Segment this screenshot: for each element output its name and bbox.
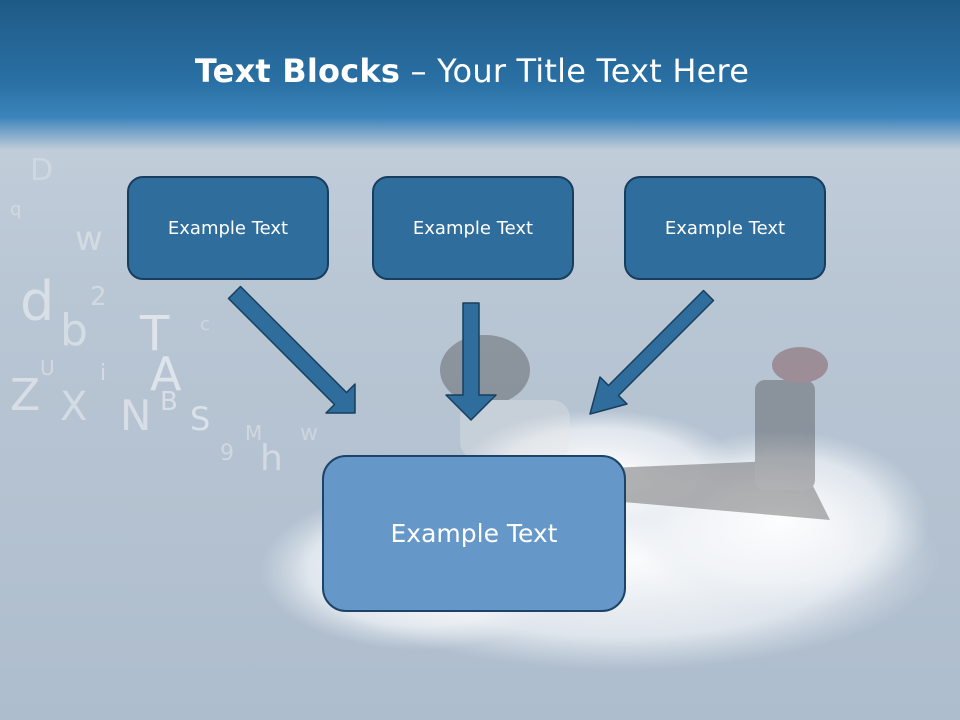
svg-text:h: h [260,438,283,479]
svg-text:B: B [160,387,178,417]
svg-text:2: 2 [90,282,107,312]
connector-arrows [227,285,715,421]
target-text-block[interactable]: Example Text [322,455,626,612]
svg-text:X: X [60,384,87,430]
text-block-1[interactable]: Example Text [127,176,329,280]
header-band [0,0,960,150]
text-block-2[interactable]: Example Text [372,176,574,280]
target-text-block-label: Example Text [390,519,558,548]
svg-text:w: w [75,219,103,259]
svg-text:M: M [245,421,262,445]
text-block-3[interactable]: Example Text [624,176,826,280]
arrow-left-to-target [227,285,356,414]
svg-text:N: N [120,391,151,440]
slide-title: Text Blocks – Your Title Text Here [0,52,944,90]
floating-letters: d b T A Z X N S B w 2 D 9 h M i U q c w [10,153,318,479]
svg-text:T: T [139,306,170,362]
svg-text:U: U [40,356,55,380]
arrow-center-to-target [445,302,497,421]
title-bold-part: Text Blocks [194,52,401,90]
svg-text:9: 9 [220,441,234,466]
svg-text:S: S [190,400,210,438]
text-block-2-label: Example Text [412,217,534,239]
svg-text:i: i [100,361,106,386]
title-dash: – [400,52,438,90]
arrow-right-to-target [589,289,715,415]
title-regular-part: Your Title Text Here [437,52,750,90]
svg-text:w: w [300,421,318,446]
svg-text:D: D [30,153,53,188]
svg-text:b: b [60,305,88,356]
svg-text:A: A [150,347,182,401]
text-block-1-label: Example Text [167,217,289,239]
svg-text:Z: Z [10,370,40,421]
svg-text:c: c [200,314,210,335]
svg-text:q: q [10,199,21,220]
svg-text:d: d [20,270,54,333]
text-block-3-label: Example Text [664,217,786,239]
